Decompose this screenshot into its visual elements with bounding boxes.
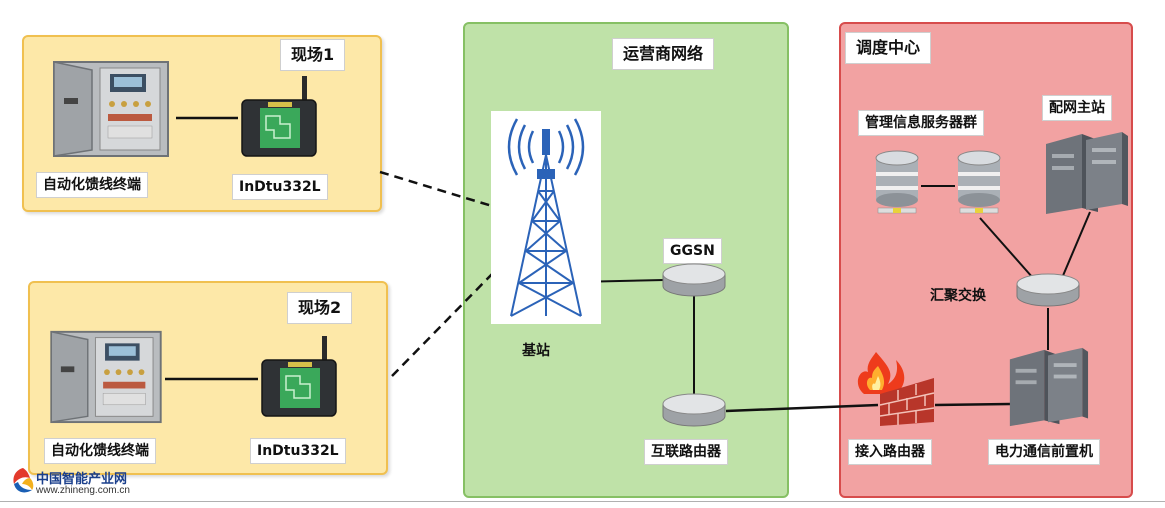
feeder-terminal-cabinet-icon [50,330,162,424]
site-2-terminal-label: 自动化馈线终端 [44,438,156,464]
base-station-tower-icon [507,118,585,317]
front-end-processor-label: 电力通信前置机 [988,439,1100,465]
access-router-front-end-link [934,402,1011,407]
switch-server-link [979,217,1034,279]
carrier-network-title: 运营商网络 [612,38,715,70]
ggsn-router-icon [662,263,726,297]
master-station-label: 配网主站 [1042,95,1112,121]
database-server-icon [957,150,1001,214]
master-station-server-icon [1046,132,1128,214]
access-router-label: 接入路由器 [848,439,932,465]
database-server-icon [875,150,919,214]
dtu-modem-icon [261,336,337,417]
router-access-router-link [725,403,879,413]
site-2-title: 现场2 [287,292,353,324]
logo-url: www.zhineng.com.cn [36,485,130,496]
site-1-dtu-label: InDtu332L [232,174,328,200]
base-station-label: 基站 [522,343,550,359]
bottom-divider [0,501,1165,502]
feeder-terminal-cabinet-icon [53,61,169,157]
aggregation-switch-icon [1016,273,1080,307]
front-end-server-icon [1009,347,1089,427]
interconnect-router-icon [662,393,726,427]
ggsn-label: GGSN [663,238,722,264]
site-1-terminal-label: 自动化馈线终端 [36,172,148,198]
dtu-modem-icon [241,76,317,157]
firewall-icon [857,352,935,426]
site-2-dtu-label: InDtu332L [250,438,346,464]
zhineng-logo-icon [13,468,34,493]
logo-name: 中国智能产业网 [36,472,128,487]
site2-wireless-link [391,271,495,377]
site-1-title: 现场1 [280,39,346,71]
interconnect-router-label: 互联路由器 [644,439,728,465]
aggregation-switch-label: 汇聚交换 [930,288,986,304]
dispatch-center-title: 调度中心 [845,32,932,64]
site1-wireless-link [379,170,493,208]
switch-master-link [1061,211,1091,279]
server-group-label: 管理信息服务器群 [858,110,984,136]
